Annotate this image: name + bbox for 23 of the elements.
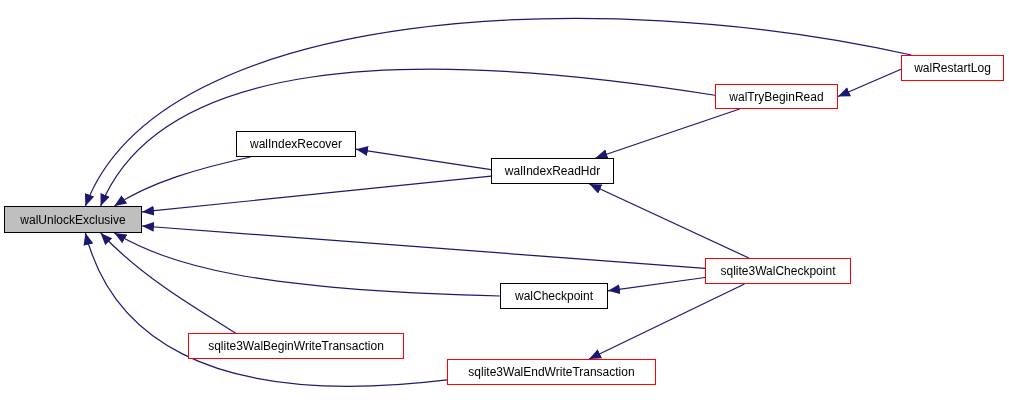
arrow	[113, 232, 501, 297]
arrow	[113, 156, 251, 207]
function-box: walCheckpoint	[500, 283, 608, 309]
arrow	[84, 17, 912, 207]
arrow	[588, 283, 745, 360]
function-box: sqlite3WalBeginWriteTransaction	[188, 333, 404, 359]
arrow	[837, 68, 902, 98]
arrow	[141, 221, 706, 269]
function-box: walIndexReadHdr	[491, 158, 614, 184]
function-box: sqlite3WalCheckpoint	[705, 258, 851, 284]
arrow	[100, 68, 716, 207]
function-box: walIndexRecover	[236, 131, 356, 157]
function-box: walRestartLog	[901, 55, 1004, 81]
function-box: walUnlockExclusive	[4, 206, 142, 233]
arrow	[141, 175, 492, 216]
function-box: walTryBeginRead	[715, 84, 838, 109]
arrow	[607, 276, 706, 295]
arrow	[100, 232, 237, 334]
arrow	[84, 232, 448, 387]
function-box: sqlite3WalEndWriteTransaction	[447, 359, 656, 385]
arrow	[594, 108, 741, 159]
arrow	[355, 146, 492, 171]
arrow	[588, 183, 750, 259]
